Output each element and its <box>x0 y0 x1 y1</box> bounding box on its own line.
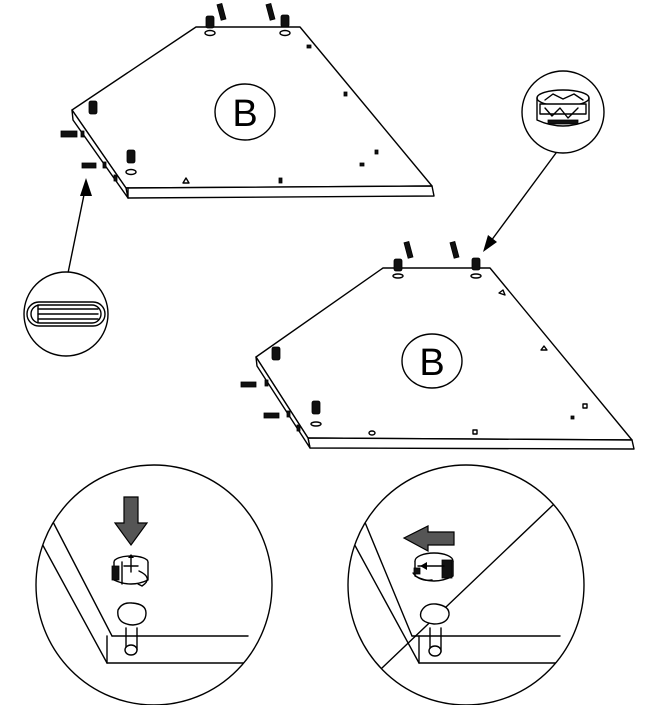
panel-label: B <box>419 342 444 384</box>
cam-lock-icon <box>111 554 149 587</box>
detail-rotate-cam <box>347 464 585 705</box>
dowel-callout <box>23 178 109 357</box>
cam-lock-icon <box>310 400 322 427</box>
dowel-icon <box>60 130 78 138</box>
cam-lock-icon <box>271 346 281 361</box>
dowel-icon <box>240 381 257 388</box>
detail-insert-cam <box>35 464 273 705</box>
dowel-icon <box>216 3 227 21</box>
dowel-icon <box>81 162 97 169</box>
panel-label: B <box>232 93 257 135</box>
pointer-arrow-icon <box>80 178 92 196</box>
rotate-lock-arrow-icon <box>402 525 455 553</box>
cam-lock-icon <box>412 552 454 582</box>
push-down-arrow-icon <box>113 496 149 547</box>
cam-lock-icon <box>125 149 137 176</box>
cam-lock-icon <box>392 258 404 279</box>
panel-b-middle: B <box>240 241 635 450</box>
dowel-icon <box>403 241 414 259</box>
dowel-icon <box>265 3 276 21</box>
panel-label-badge <box>401 333 463 389</box>
cam-lock-icon <box>204 15 216 37</box>
pointer-arrow-icon <box>483 235 497 252</box>
cam-lock-callout <box>483 70 605 252</box>
dowel-icon <box>449 241 460 259</box>
cam-lock-icon <box>279 14 291 37</box>
panel-b-top: B <box>60 3 435 199</box>
cam-lock-icon <box>88 100 98 115</box>
cam-lock-icon <box>470 257 482 279</box>
dowel-icon <box>263 412 280 419</box>
panel-label-badge <box>214 83 276 141</box>
